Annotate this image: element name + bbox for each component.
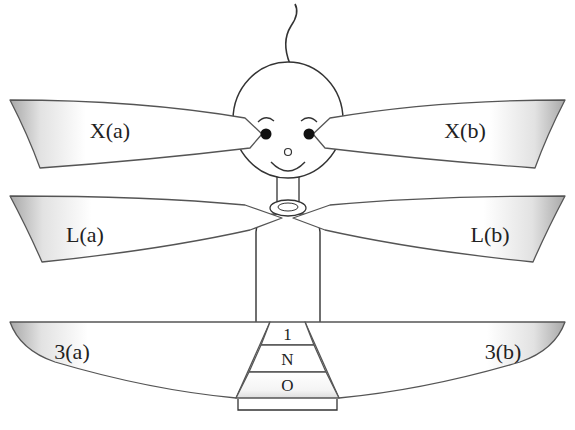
nose bbox=[285, 149, 292, 156]
band-region: 3(a) bbox=[8, 318, 272, 402]
band-region: X(a) bbox=[8, 96, 270, 172]
band-outline bbox=[8, 190, 286, 266]
band-shape bbox=[10, 196, 282, 262]
hair-curl bbox=[286, 4, 297, 64]
band-region: 3(b) bbox=[303, 318, 567, 402]
band-label: L(b) bbox=[470, 224, 509, 246]
band-shape bbox=[261, 322, 314, 345]
band-shape bbox=[10, 100, 262, 168]
band-label: L(a) bbox=[66, 224, 104, 246]
band-outline bbox=[305, 96, 567, 172]
collar-inner bbox=[278, 203, 298, 211]
body bbox=[256, 214, 320, 330]
band-outline bbox=[8, 96, 270, 172]
band-label: 1 bbox=[283, 326, 292, 343]
band-label: 3(a) bbox=[54, 341, 89, 363]
band-region: X(b) bbox=[305, 96, 567, 172]
band-region: N bbox=[247, 343, 328, 374]
band-shape bbox=[293, 196, 565, 262]
collar bbox=[270, 200, 306, 216]
band-region: O bbox=[234, 370, 341, 400]
band-shape bbox=[10, 322, 270, 398]
band-shape bbox=[236, 372, 339, 398]
band-shape bbox=[249, 345, 326, 372]
band-shape bbox=[313, 100, 565, 168]
eye bbox=[261, 129, 272, 140]
band-region: L(a) bbox=[8, 190, 286, 266]
eye bbox=[304, 129, 315, 140]
mouth bbox=[271, 162, 305, 171]
base-plate bbox=[238, 399, 337, 410]
head bbox=[233, 62, 343, 178]
eyebrow bbox=[301, 118, 317, 122]
band-label: N bbox=[281, 351, 293, 368]
band-label: X(a) bbox=[90, 120, 130, 142]
band-region: 1 bbox=[258, 320, 317, 347]
band-shape bbox=[305, 322, 565, 398]
band-label: O bbox=[281, 377, 293, 394]
band-label: 3(b) bbox=[485, 341, 522, 363]
band-outline bbox=[289, 190, 567, 266]
band-outline bbox=[303, 318, 567, 402]
band-label: X(b) bbox=[444, 120, 486, 142]
band-region: L(b) bbox=[289, 190, 567, 266]
band-outline bbox=[8, 318, 272, 402]
eyebrow bbox=[258, 118, 274, 122]
